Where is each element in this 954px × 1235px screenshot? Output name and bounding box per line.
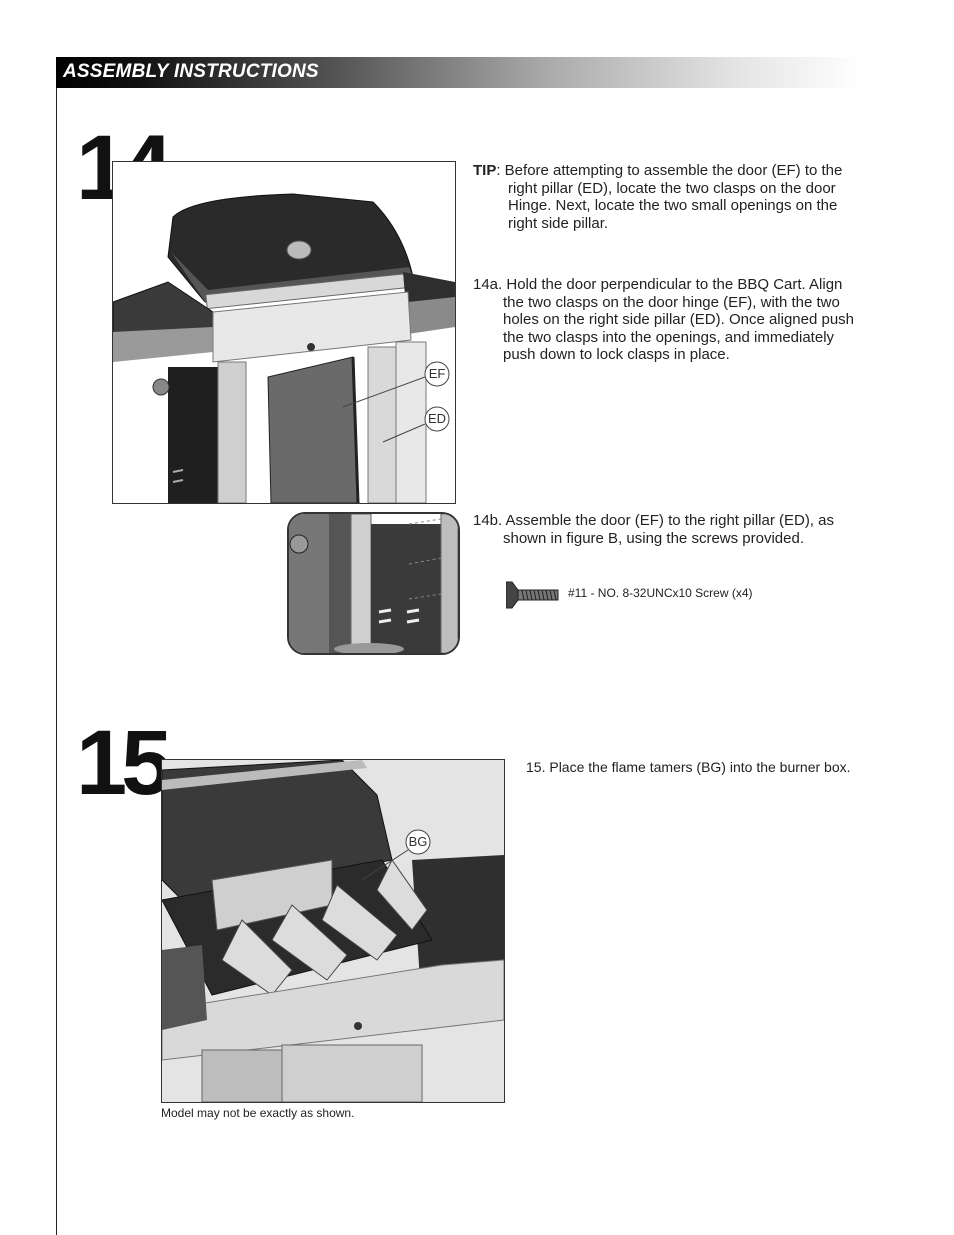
section-title: ASSEMBLY INSTRUCTIONS [63, 61, 319, 82]
step14a-line-4: the two clasps into the openings, and im… [503, 328, 835, 346]
screw-label: #11 - NO. 8-32UNCx10 Screw (x4) [568, 586, 753, 600]
step15-text: 15. Place the flame tamers (BG) into the… [526, 759, 851, 775]
step14a-text: 14a. Hold the door perpendicular to the … [473, 276, 913, 364]
step14a-line-2: the two clasps on the door hinge (EF), w… [503, 293, 840, 311]
step14-tip: TIP: Before attempting to assemble the d… [473, 162, 893, 232]
tip-line-2: right pillar (ED), locate the two clasps… [508, 179, 836, 197]
door-detail-illustration [289, 514, 458, 653]
figure-14a-grill-door: EF ED [112, 161, 456, 504]
step14b-text: 14b. Assemble the door (EF) to the right… [473, 512, 913, 547]
step14a-line-3: holes on the right side pillar (ED). Onc… [503, 311, 855, 328]
label-bg: BG [409, 834, 428, 849]
label-ed: ED [428, 411, 446, 426]
step14b-line-1: 14b. Assemble the door (EF) to the right… [473, 512, 834, 529]
figure-15-flame-tamers: BG [161, 759, 505, 1103]
tip-line-3: Hinge. Next, locate the two small openin… [508, 197, 838, 214]
step14a-line-1: 14a. Hold the door perpendicular to the … [473, 276, 843, 293]
figure-14b-detail [287, 512, 460, 655]
grill-door-illustration: EF ED [113, 193, 455, 503]
label-ef: EF [429, 366, 446, 381]
step-number-15: 15 [76, 712, 172, 814]
burner-box-illustration: BG [162, 760, 504, 1102]
figure-caption: Model may not be exactly as shown. [161, 1106, 355, 1120]
section-header: ASSEMBLY INSTRUCTIONS [56, 57, 864, 88]
step14a-line-5: push down to lock clasps in place. [503, 346, 730, 363]
left-margin-rule [56, 88, 57, 1235]
step14b-line-2: shown in figure B, using the screws prov… [503, 529, 804, 547]
tip-label: TIP [473, 162, 497, 179]
tip-line-1: : Before attempting to assemble the door… [496, 162, 843, 179]
tip-line-4: right side pillar. [508, 214, 609, 232]
screw-icon [506, 581, 559, 609]
